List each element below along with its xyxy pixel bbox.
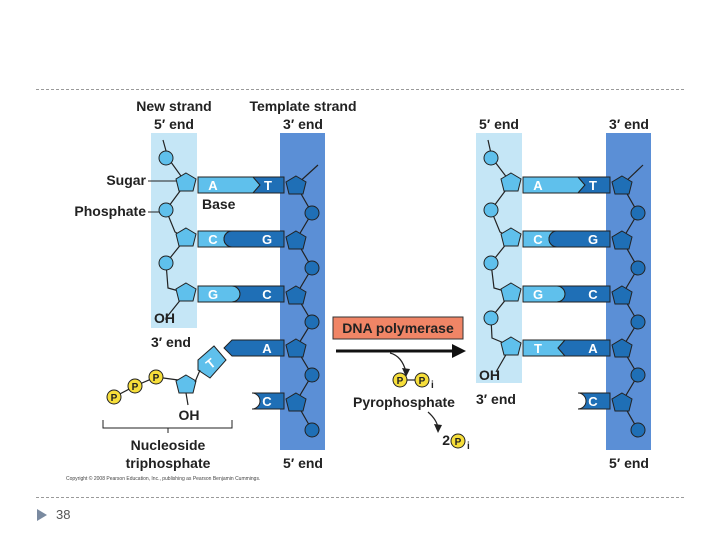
slide-number: 38 <box>56 507 71 522</box>
right-base-pair-t-a: T A <box>522 339 611 357</box>
pyrophosphate-p-2-label: P <box>419 376 426 387</box>
right-base-t-2: T <box>534 341 542 356</box>
incoming-oh-label: OH <box>179 407 200 423</box>
reaction-middle: DNA polymerase P P i Pyrophosphate 2 P i <box>332 316 470 452</box>
right-base-a-2: A <box>588 341 598 356</box>
phosphate-label: Phosphate <box>74 203 146 219</box>
right-template-phosphates <box>630 205 646 438</box>
phosphate-3-label: P <box>153 373 160 384</box>
top-divider <box>36 89 684 90</box>
inorganic-phosphate-label: P <box>455 437 462 448</box>
sugar-label: Sugar <box>106 172 146 188</box>
copyright-text: Copyright © 2008 Pearson Education, Inc.… <box>66 475 260 482</box>
right-template-base-c: C <box>577 392 611 410</box>
right-template-sugars <box>611 175 633 412</box>
phosphate-2 <box>127 378 143 394</box>
nucleoside-bracket <box>102 420 233 429</box>
new-strand-3-end-label: 3′ end <box>151 334 191 350</box>
phosphate-2-label: P <box>132 382 139 393</box>
template-base-c: C <box>251 392 285 410</box>
right-base-c-1: C <box>533 232 543 247</box>
nucleoside-triphosphate: T P P P OH <box>106 345 227 423</box>
template-5-end-label: 5′ end <box>283 455 323 471</box>
phosphate-3 <box>148 369 164 385</box>
right-new-sugars <box>500 172 522 356</box>
incoming-thymine <box>197 345 227 379</box>
base-pair-a-t: A T <box>197 176 285 194</box>
template-base-a: A <box>223 339 285 357</box>
base-a-1: A <box>208 178 218 193</box>
base-c-2: C <box>262 287 272 302</box>
left-panel: New strand 5′ end Template strand 3′ end <box>66 98 357 482</box>
phosphate-1 <box>106 389 122 405</box>
right-base-c-3: C <box>588 394 598 409</box>
dna-polymerase-label: DNA polymerase <box>342 320 454 336</box>
pyrophosphate-p-1-label: P <box>397 376 404 387</box>
pyrophosphate-sub-i: i <box>431 380 434 391</box>
base-label: Base <box>202 196 236 212</box>
right-base-c-2: C <box>588 287 598 302</box>
new-strand-oh-label: OH <box>154 310 175 326</box>
template-strand-phosphates <box>304 205 320 438</box>
template-strand-3-end-label: 3′ end <box>283 116 323 132</box>
right-panel: 5′ end 3′ end <box>476 116 651 471</box>
right-new-3-end-label: 3′ end <box>476 391 516 407</box>
incoming-sugar <box>175 374 197 394</box>
pyrophosphate-label: Pyrophosphate <box>353 394 455 410</box>
inorganic-phosphate-sub-i: i <box>467 441 470 452</box>
right-5-end-label: 5′ end <box>479 116 519 132</box>
base-pair-c-g: C G <box>197 230 285 248</box>
dna-polymerase-box <box>332 316 464 340</box>
base-g-1: G <box>262 232 272 247</box>
right-3-end-label: 3′ end <box>609 116 649 132</box>
base-a-2: A <box>262 341 272 356</box>
nucleoside-label: Nucleoside <box>131 437 206 453</box>
right-new-phosphates <box>483 150 499 326</box>
right-base-g-1: G <box>588 232 598 247</box>
right-oh-label: OH <box>479 367 500 383</box>
right-base-pair-c-g: C G <box>522 230 611 248</box>
inorganic-phosphate <box>450 433 466 449</box>
right-base-t-1: T <box>589 178 597 193</box>
new-strand-5-end-label: 5′ end <box>154 116 194 132</box>
right-base-a-1: A <box>533 178 543 193</box>
template-strand-sugars <box>285 175 307 412</box>
base-t-1: T <box>264 178 272 193</box>
right-base-pair-g-c: G C <box>522 285 611 303</box>
right-base-pair-a-t: A T <box>522 176 611 194</box>
phosphate-1-label: P <box>111 393 118 404</box>
bottom-divider <box>36 497 684 498</box>
right-base-g-2: G <box>533 287 543 302</box>
two-label: 2 <box>442 432 450 448</box>
right-template-5-end-label: 5′ end <box>609 455 649 471</box>
new-strand-sugars <box>175 172 197 302</box>
base-c-1: C <box>208 232 218 247</box>
base-pair-g-c: G C <box>197 285 285 303</box>
new-strand-label: New strand <box>136 98 211 114</box>
triphosphate-label: triphosphate <box>126 455 211 471</box>
template-strand-label: Template strand <box>249 98 356 114</box>
base-c-3: C <box>262 394 272 409</box>
new-strand-phosphates <box>158 150 174 271</box>
base-g-2: G <box>208 287 218 302</box>
slide-bullet-icon <box>37 509 47 521</box>
